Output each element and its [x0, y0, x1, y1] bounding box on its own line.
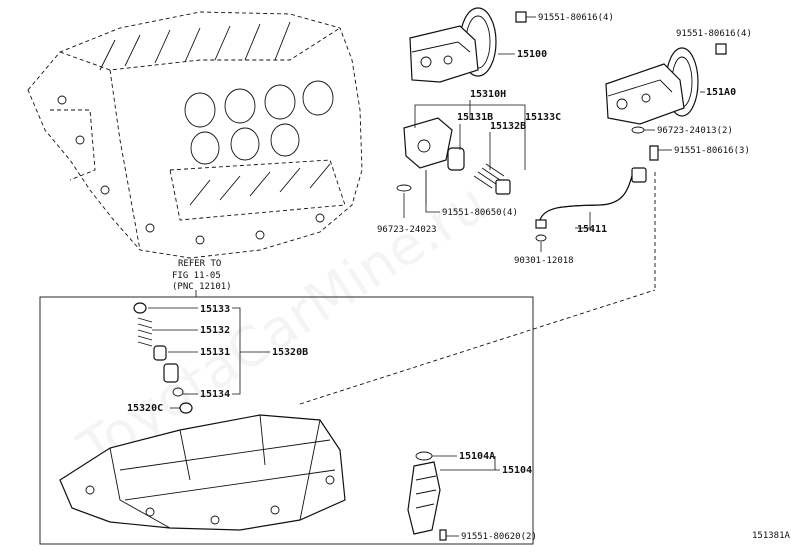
label-91551-80616-3: 91551-80616(3): [674, 146, 750, 156]
engine-block-illustration: [27, 11, 363, 259]
label-96723-24013-2: 96723-24013(2): [657, 126, 733, 136]
label-151A0: 151A0: [706, 87, 736, 98]
figure-code: 151381A: [752, 531, 791, 541]
label-15134: 15134: [200, 389, 230, 400]
oil-pan-illustration: [59, 289, 656, 531]
label-15411: 15411: [577, 224, 607, 235]
oil-pipe-15411-illustration: [535, 167, 656, 290]
label-91551-80616-4-b: 91551-80616(4): [676, 29, 752, 39]
reference-line-1: REFER TO: [178, 259, 221, 269]
label-91551-80620-2: 91551-80620(2): [461, 532, 537, 542]
reference-note: REFER TO FIG 11-05 (PNC 12101): [172, 259, 232, 292]
label-15131B: 15131B: [457, 112, 493, 123]
label-15320C: 15320C: [127, 403, 163, 414]
oil-pump-15100-illustration: [409, 7, 536, 83]
part-labels: 91551-80616(4) 15100 91551-80616(4) 151A…: [127, 13, 791, 542]
oil-pan-assembly-box: [39, 296, 534, 545]
label-15104A: 15104A: [459, 451, 495, 462]
label-15310H: 15310H: [470, 89, 506, 100]
label-15132B: 15132B: [490, 121, 526, 132]
reference-line-2: FIG 11-05: [172, 271, 221, 281]
label-15131: 15131: [200, 347, 230, 358]
oil-control-valve-group-illustration: [396, 100, 526, 218]
label-15320B: 15320B: [272, 347, 308, 358]
oil-strainer-illustration: [407, 451, 500, 541]
label-15132: 15132: [200, 325, 230, 336]
label-91551-80616-4-a: 91551-80616(4): [538, 13, 614, 23]
label-15133: 15133: [200, 304, 230, 315]
label-15104: 15104: [502, 465, 532, 476]
label-90301-12018: 90301-12018: [514, 256, 574, 266]
label-15133C: 15133C: [525, 112, 561, 123]
reference-line-3: (PNC 12101): [172, 282, 232, 292]
label-96723-24023: 96723-24023: [377, 225, 437, 235]
label-15100: 15100: [517, 49, 547, 60]
relief-valve-parts-illustration: [133, 302, 270, 414]
oil-pump-151A0-illustration: [605, 43, 727, 161]
label-91551-80650-4: 91551-80650(4): [442, 208, 518, 218]
